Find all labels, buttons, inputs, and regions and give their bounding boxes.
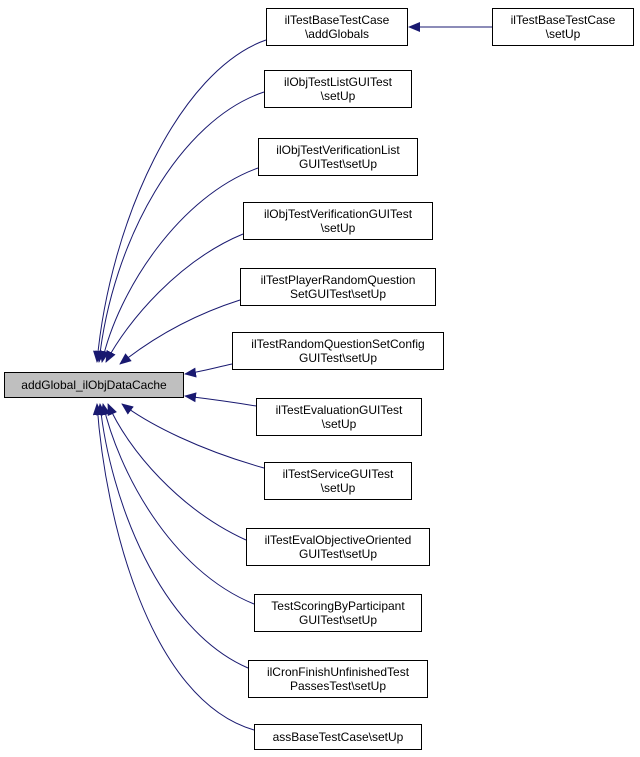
caller-node-ilObjTestVerificationList[interactable]: ilObjTestVerificationList GUITest\setUp	[258, 138, 418, 176]
caller-node-line2: SetGUITest\setUp	[289, 287, 387, 301]
secondary-node-line2: \setUp	[545, 27, 581, 41]
caller-node-line2: \setUp	[320, 481, 356, 495]
caller-node-line2: \setUp	[320, 89, 356, 103]
caller-node-line1: ilTestServiceGUITest	[282, 467, 394, 481]
root-function-node[interactable]: addGlobal_ilObjDataCache	[4, 372, 184, 398]
caller-node-line1: assBaseTestCase\setUp	[272, 730, 404, 744]
caller-node-line2: \setUp	[320, 221, 356, 235]
caller-node-line2: GUITest\setUp	[298, 157, 378, 171]
caller-node-line2: GUITest\setUp	[298, 613, 378, 627]
edge-caller-7	[121, 403, 265, 469]
caller-node-line2: \addGlobals	[304, 27, 370, 41]
caller-node-ilObjTestListGUITest[interactable]: ilObjTestListGUITest \setUp	[264, 70, 412, 108]
caller-node-line2: GUITest\setUp	[298, 547, 378, 561]
caller-node-ilTestBaseTestCase-addGlobals[interactable]: ilTestBaseTestCase \addGlobals	[266, 8, 408, 46]
caller-node-line2: PassesTest\setUp	[289, 679, 387, 693]
caller-node-line1: TestScoringByParticipant	[271, 599, 405, 613]
edge-caller-4	[119, 299, 241, 365]
caller-node-line1: ilObjTestVerificationList	[276, 143, 400, 157]
edge-caller-9	[100, 403, 255, 605]
caller-node-ilTestBaseTestCase-setUp[interactable]: ilTestBaseTestCase \setUp	[492, 8, 634, 46]
edges-group	[92, 22, 492, 731]
edge-caller-10	[96, 403, 249, 669]
caller-node-line2: \setUp	[321, 417, 357, 431]
secondary-node-line1: ilTestBaseTestCase	[510, 13, 616, 27]
edge-caller-2	[99, 167, 259, 363]
root-function-label: addGlobal_ilObjDataCache	[21, 378, 167, 392]
edge-caller-3	[105, 233, 244, 363]
caller-node-ilTestPlayerRandomQuestion[interactable]: ilTestPlayerRandomQuestion SetGUITest\se…	[240, 268, 436, 306]
caller-node-line1: ilObjTestListGUITest	[283, 75, 393, 89]
caller-node-line2: GUITest\setUp	[298, 351, 378, 365]
caller-node-ilTestEvalObjectiveOriented[interactable]: ilTestEvalObjectiveOriented GUITest\setU…	[246, 528, 430, 566]
caller-node-assBaseTestCase-setUp[interactable]: assBaseTestCase\setUp	[254, 724, 422, 750]
caller-node-line1: ilTestEvaluationGUITest	[275, 403, 403, 417]
caller-node-line1: ilCronFinishUnfinishedTest	[266, 665, 410, 679]
caller-node-line1: ilTestRandomQuestionSetConfig	[251, 337, 425, 351]
caller-node-ilTestEvaluationGUITest[interactable]: ilTestEvaluationGUITest \setUp	[256, 398, 422, 436]
caller-node-line1: ilTestPlayerRandomQuestion	[260, 273, 416, 287]
caller-node-ilTestServiceGUITest[interactable]: ilTestServiceGUITest \setUp	[264, 462, 412, 500]
edge-caller-11	[92, 403, 255, 731]
edge-caller-5	[184, 363, 233, 378]
caller-node-ilTestRandomQuestionSetConfig[interactable]: ilTestRandomQuestionSetConfig GUITest\se…	[232, 332, 444, 370]
edge-caller-6	[184, 392, 257, 407]
edge-caller-0	[93, 39, 267, 363]
caller-node-ilObjTestVerificationGUITest[interactable]: ilObjTestVerificationGUITest \setUp	[243, 202, 433, 240]
caller-node-TestScoringByParticipant[interactable]: TestScoringByParticipant GUITest\setUp	[254, 594, 422, 632]
edge-caller-1	[95, 91, 265, 363]
caller-node-line1: ilObjTestVerificationGUITest	[263, 207, 413, 221]
edge-caller-8	[107, 403, 247, 541]
caller-node-ilCronFinishUnfinishedTest[interactable]: ilCronFinishUnfinishedTest PassesTest\se…	[248, 660, 428, 698]
caller-node-line1: ilTestBaseTestCase	[284, 13, 390, 27]
caller-node-line1: ilTestEvalObjectiveOriented	[264, 533, 412, 547]
